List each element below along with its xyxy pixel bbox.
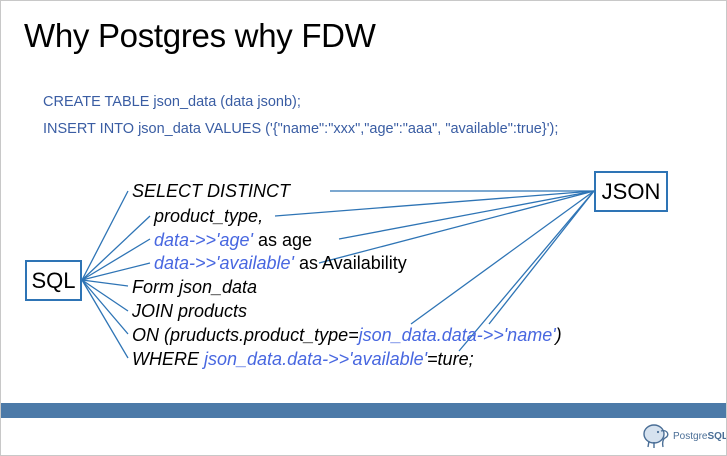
json-connector-line (410, 190, 595, 325)
query-line-product-type: product_type, (154, 206, 264, 226)
query-line-available: data->>'available' as Availability (154, 252, 407, 274)
sql-connector-line (81, 262, 151, 281)
where-clause-end: =ture; (427, 349, 474, 369)
json-box: JSON (594, 171, 668, 212)
alias-availability: as Availability (293, 253, 407, 273)
json-connector-line (458, 190, 595, 352)
json-expression-name: json_data.data->>'name' (358, 325, 556, 345)
query-line-from: Form json_data (132, 277, 258, 297)
alias-age: as age (252, 230, 313, 250)
sql-connector-line (81, 279, 129, 335)
json-connector-line (274, 190, 595, 217)
on-clause-text: ON (pruducts.product_type= (132, 325, 359, 345)
query-line-where: WHERE json_data.data->>'available'=ture; (132, 348, 474, 370)
where-keyword: WHERE (132, 349, 204, 369)
json-connector-line (338, 190, 595, 240)
slide-title: Why Postgres why FDW (24, 17, 376, 54)
footer-bar (1, 403, 726, 418)
logo-word-suffix: SQL (707, 430, 727, 442)
query-line-age: data->>'age' as age (154, 229, 312, 251)
sql-connector-line (81, 279, 129, 312)
json-connector-line (318, 190, 595, 264)
json-connector-line (488, 190, 595, 325)
query-line-select: SELECT DISTINCT (132, 181, 291, 201)
sql-box: SQL (25, 260, 82, 301)
insert-statement: INSERT INTO json_data VALUES ('{"name":"… (43, 121, 559, 137)
json-expression-age: data->>'age' (154, 230, 253, 250)
sql-connector-line (81, 215, 151, 281)
postgresql-logo: PostgreSQL (641, 423, 727, 449)
elephant-icon (643, 424, 669, 448)
logo-wordmark: PostgreSQL (673, 430, 727, 442)
sql-connector-line (81, 190, 129, 281)
query-line-join: JOIN products (132, 301, 248, 321)
sql-connector-line (81, 279, 129, 359)
create-table-statement: CREATE TABLE json_data (data jsonb); (43, 94, 301, 110)
sql-connector-line (81, 279, 129, 287)
sql-connector-line (81, 238, 151, 281)
json-expression-where-available: json_data.data->>'available' (204, 349, 428, 369)
query-line-on: ON (pruducts.product_type=json_data.data… (132, 324, 562, 346)
logo-word-main: Postgre (673, 430, 708, 442)
json-expression-available: data->>'available' (154, 253, 294, 273)
on-clause-close: ) (555, 325, 562, 345)
